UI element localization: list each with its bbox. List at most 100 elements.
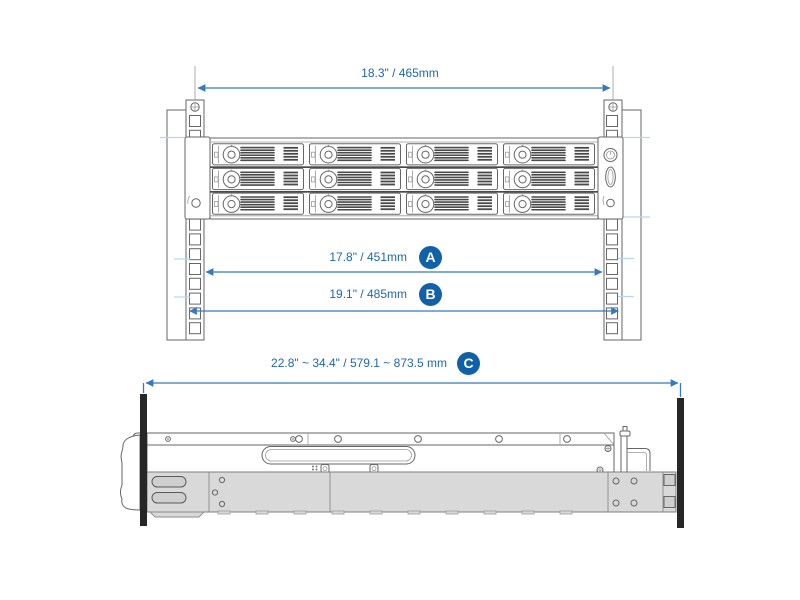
bay-vent-icon xyxy=(531,171,566,186)
rail-end-notch xyxy=(663,496,676,508)
strip-hole xyxy=(334,435,342,443)
bay-lock-icon xyxy=(416,194,435,213)
rail-end-notch xyxy=(663,474,676,486)
front-view xyxy=(160,66,650,341)
bay-vent-icon xyxy=(531,196,566,211)
strip-hole xyxy=(563,435,571,443)
bay-mini-vent-icon xyxy=(477,146,492,161)
bay-mini-vent-icon xyxy=(380,146,395,161)
side-slot-inner xyxy=(265,449,412,462)
front-bezel xyxy=(120,434,141,511)
strip-screw-icon xyxy=(290,436,296,442)
bay-vent-icon xyxy=(434,196,469,211)
rack-screw-icon xyxy=(608,102,618,112)
rack-hole xyxy=(606,263,618,275)
bay-mini-vent-icon xyxy=(574,146,589,161)
bay-mini-vent-icon xyxy=(574,196,589,211)
bay-lock-icon xyxy=(319,169,338,189)
rack-hole xyxy=(189,248,201,261)
drive-bay xyxy=(503,192,595,215)
row-divider xyxy=(210,166,598,168)
bay-lock-icon xyxy=(416,144,435,164)
bay-lock-icon xyxy=(513,169,532,189)
strip-screw-icon xyxy=(165,436,171,442)
bay-vent-icon xyxy=(434,171,469,186)
bay-vent-icon xyxy=(337,196,372,211)
rail-tab xyxy=(293,510,307,515)
rack-hole xyxy=(606,277,618,290)
drive-bay xyxy=(503,143,595,166)
dimension-line-c xyxy=(142,379,682,397)
rack-post-front-side xyxy=(140,394,147,526)
bay-mini-vent-icon xyxy=(283,146,298,161)
ear-tab-line xyxy=(602,195,605,206)
rail-tab xyxy=(483,510,497,515)
bay-lock-icon xyxy=(222,169,241,189)
dimension-label-b: 19.1" / 485mm xyxy=(329,287,407,301)
ear-tab-line xyxy=(187,195,191,205)
side-view xyxy=(120,379,684,528)
bay-lock-icon xyxy=(222,194,241,213)
drive-bay xyxy=(309,167,401,191)
bay-mini-vent-icon xyxy=(283,171,298,186)
drive-bay xyxy=(212,167,304,191)
rail-tab xyxy=(369,510,383,515)
bay-vent-icon xyxy=(337,146,372,162)
bay-mini-vent-icon xyxy=(380,196,395,211)
bay-mini-vent-icon xyxy=(283,196,298,211)
bay-lock-icon xyxy=(416,169,435,189)
led-slot-icon xyxy=(605,166,616,188)
drive-bay xyxy=(406,143,498,166)
bay-lock-icon xyxy=(513,194,532,213)
rack-hole xyxy=(189,115,201,127)
drive-bay xyxy=(309,192,401,215)
bay-lock-icon xyxy=(319,144,338,164)
drive-bay xyxy=(503,167,595,191)
strip-hole xyxy=(414,435,422,443)
rail-tab xyxy=(559,510,573,515)
strip-screw-dot xyxy=(292,438,294,440)
dimension-label-a: 17.8" / 451mm xyxy=(329,250,407,264)
drive-bay xyxy=(406,167,498,191)
dimension-lines-front xyxy=(189,84,619,315)
drive-bays xyxy=(212,143,595,215)
rail-slot xyxy=(151,476,187,488)
bay-lock-icon xyxy=(222,144,241,164)
rack-hole xyxy=(606,233,618,246)
strip-hole xyxy=(495,435,503,443)
bay-vent-icon xyxy=(434,146,469,162)
rail-tab xyxy=(521,510,535,515)
rack-post-right xyxy=(603,99,642,341)
chassis-side xyxy=(146,426,651,474)
drive-bay xyxy=(212,192,304,215)
dimension-badge-c: C xyxy=(457,352,480,375)
bay-vent-icon xyxy=(240,171,275,186)
rail-tab xyxy=(331,510,345,515)
rack-hole xyxy=(189,277,201,290)
bay-lock-icon xyxy=(513,144,532,164)
rear-hook-bracket xyxy=(619,426,651,473)
bay-vent-icon xyxy=(240,196,275,211)
bay-mini-vent-icon xyxy=(574,171,589,186)
rack-hole xyxy=(189,322,201,335)
rail-tab xyxy=(217,510,231,515)
rack-hole xyxy=(189,263,201,275)
drive-bay xyxy=(309,143,401,166)
cross-screw-icon xyxy=(604,445,612,452)
side-slot xyxy=(261,446,416,465)
bay-mini-vent-icon xyxy=(477,196,492,211)
rack-hole xyxy=(606,115,618,127)
dimension-badge-b: B xyxy=(419,283,442,306)
rail-front-tab xyxy=(148,511,206,518)
bay-lock-icon xyxy=(319,194,338,213)
nas-front xyxy=(184,136,624,220)
bay-vent-icon xyxy=(531,146,566,162)
ear-screw-hole xyxy=(606,198,615,208)
rack-hole xyxy=(189,233,201,246)
rack-hole xyxy=(606,322,618,335)
dimension-label-c: 22.8" ~ 34.4" / 579.1 ~ 873.5 mm xyxy=(271,356,447,370)
chassis-front xyxy=(209,137,599,220)
slide-rail xyxy=(146,471,677,518)
